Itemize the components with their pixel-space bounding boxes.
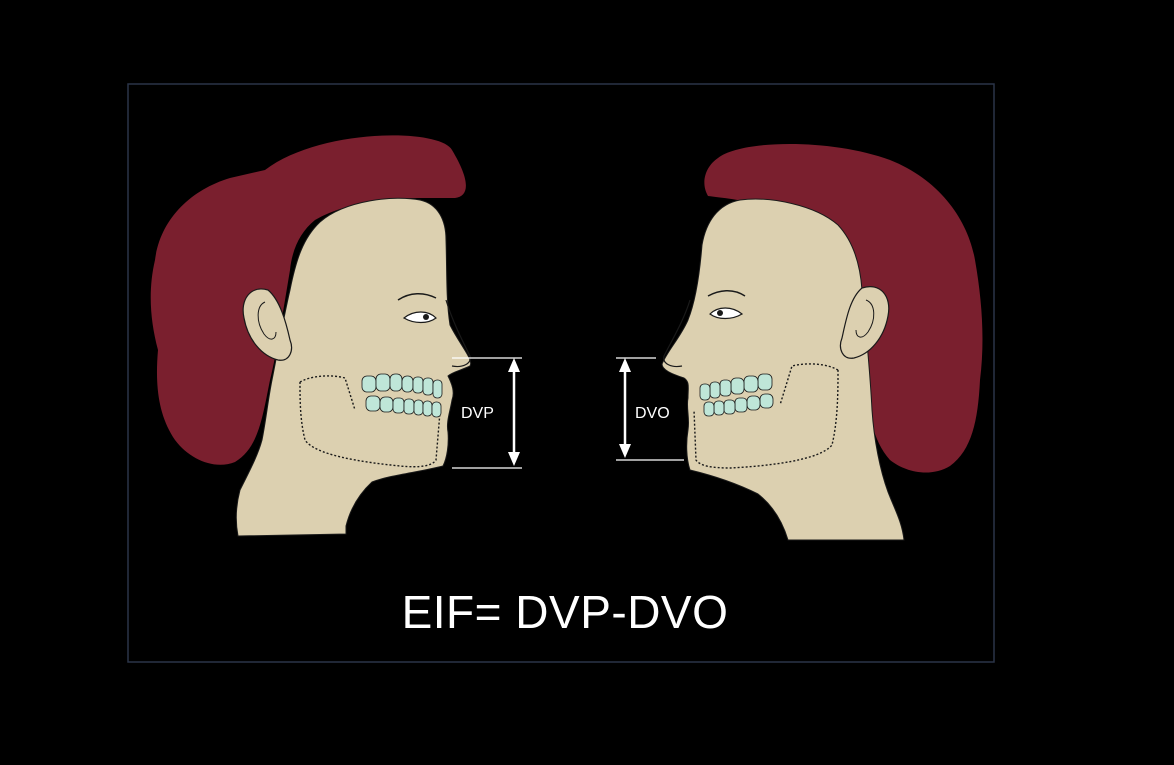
- left-head-illustration: [151, 135, 471, 536]
- left-measure-label: DVP: [461, 405, 494, 422]
- right-measure-label: DVO: [635, 405, 670, 422]
- left-pupil: [423, 314, 429, 320]
- right-pupil: [717, 310, 723, 316]
- formula-text: EIF= DVP-DVO: [402, 586, 729, 638]
- formula-caption: EIF= DVP-DVO: [0, 584, 1174, 640]
- right-head-illustration: [662, 144, 982, 540]
